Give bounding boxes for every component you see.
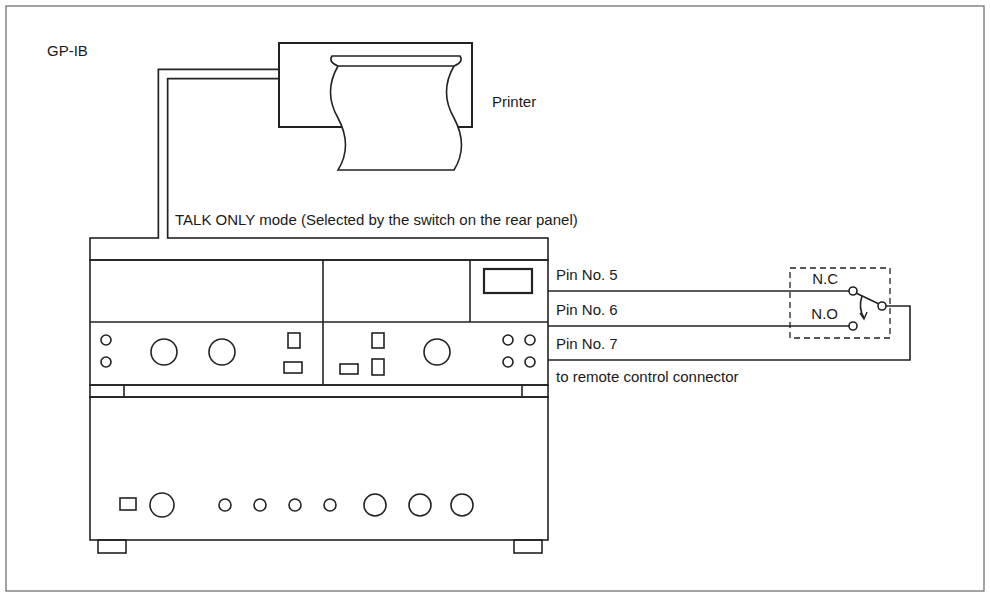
paper-slot	[331, 56, 461, 66]
printer-box: Printer	[278, 42, 473, 128]
pin-name: Pin No. 5	[556, 266, 618, 284]
paper-roll	[278, 42, 473, 128]
pin-name: Pin No. 7	[556, 335, 618, 353]
pin-wires	[548, 291, 910, 360]
bus-name: GP-IB	[47, 42, 88, 60]
device-name: Printer	[492, 93, 536, 111]
instrument-rack	[90, 238, 548, 553]
contact-label: N.C	[812, 270, 838, 288]
outer-frame	[6, 6, 984, 591]
contact-label: N.O	[811, 305, 838, 323]
switch-symbol	[790, 268, 890, 338]
connector-note: to remote control connector	[556, 368, 739, 386]
pin-name: Pin No. 6	[556, 301, 618, 319]
mode-note: TALK ONLY mode (Selected by the switch o…	[175, 211, 578, 229]
instrument-box: TALK ONLY mode (Selected by the switch o…	[90, 238, 548, 555]
paper-sheet	[331, 66, 462, 170]
